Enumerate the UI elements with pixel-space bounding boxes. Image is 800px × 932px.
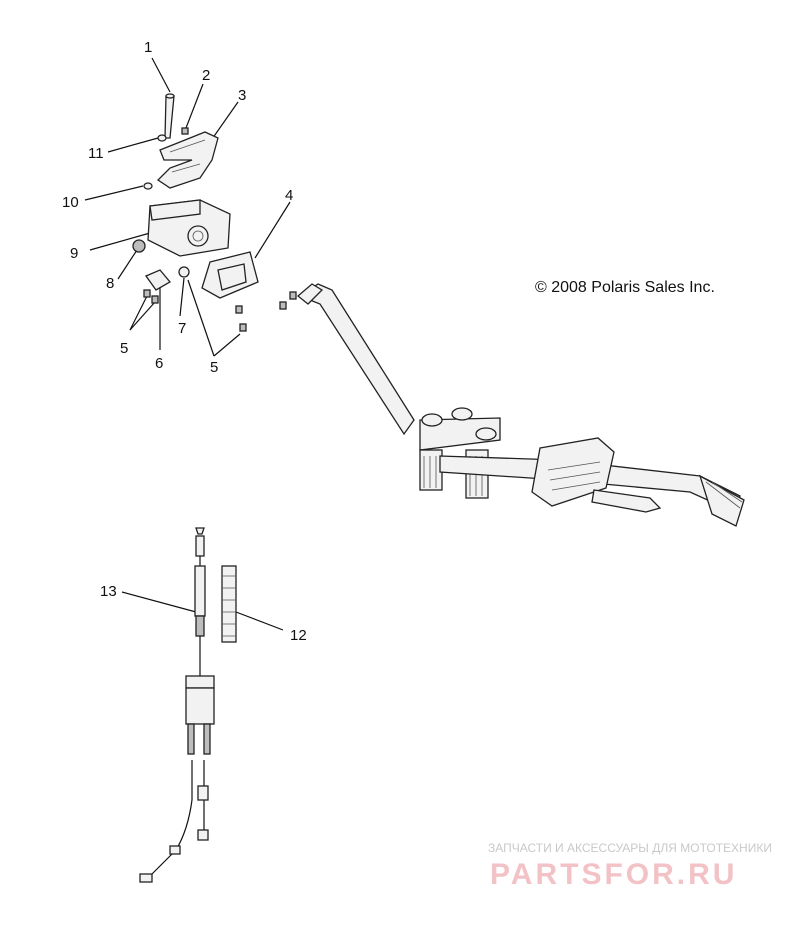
callout-labels: 1 2 3 4 5 6 7 8 9 10 11 5 12 13 xyxy=(62,39,307,644)
leader-lines xyxy=(84,57,291,631)
small-fasteners xyxy=(143,127,189,190)
part-pin xyxy=(164,93,175,139)
callout-2: 2 xyxy=(202,67,210,84)
callout-11: 11 xyxy=(88,145,104,162)
watermark-tagline: ЗАПЧАСТИ И АКСЕССУАРЫ ДЛЯ МОТОТЕХНИКИ xyxy=(488,841,772,855)
callout-10: 10 xyxy=(62,194,79,211)
callout-3: 3 xyxy=(238,87,246,104)
callout-4: 4 xyxy=(285,187,293,204)
callout-1: 1 xyxy=(144,39,152,56)
part-clamp-bracket xyxy=(156,131,219,189)
callout-5-right: 5 xyxy=(210,359,218,376)
callout-13: 13 xyxy=(100,583,117,600)
part-reservoir-cover xyxy=(201,251,259,299)
part-plug xyxy=(132,239,146,253)
part-sleeve xyxy=(221,565,237,643)
screws-left xyxy=(143,289,159,304)
callout-8: 8 xyxy=(106,275,114,292)
screws-right xyxy=(235,291,297,332)
handlebar-assembly xyxy=(296,283,745,527)
callout-6: 6 xyxy=(155,355,163,372)
callout-9: 9 xyxy=(70,245,78,262)
part-master-cylinder xyxy=(147,199,231,257)
cable-assembly xyxy=(139,527,215,883)
part-washer xyxy=(178,266,190,278)
callout-12: 12 xyxy=(290,627,307,644)
copyright-notice: © 2008 Polaris Sales Inc. xyxy=(535,279,715,296)
callout-5-left: 5 xyxy=(120,340,128,357)
callout-7: 7 xyxy=(178,320,186,337)
watermark-brand: PARTSFOR.RU xyxy=(490,858,737,891)
part-plate xyxy=(145,269,171,291)
watermark: ЗАПЧАСТИ И АКСЕССУАРЫ ДЛЯ МОТОТЕХНИКИ PA… xyxy=(488,841,772,891)
